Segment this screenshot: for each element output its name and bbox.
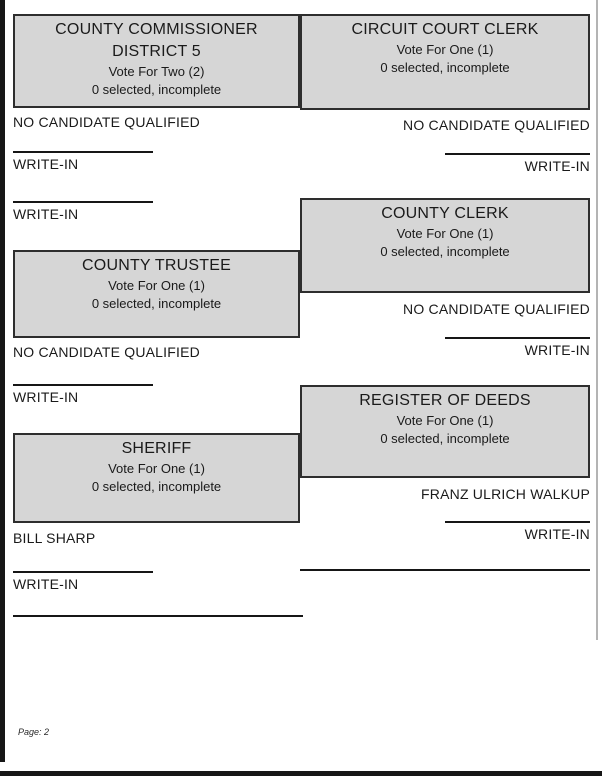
write-in-line[interactable]: [13, 571, 153, 573]
selection-status: 0 selected, incomplete: [380, 60, 510, 75]
selection-status: 0 selected, incomplete: [91, 479, 222, 494]
right-column-end-line: [300, 569, 590, 571]
contest-title: COUNTY COMMISSIONER: [55, 21, 258, 38]
vote-for-instruction: Vote For One (1): [396, 413, 494, 428]
vote-for-instruction: Vote For One (1): [108, 278, 205, 293]
contest-title-line2: DISTRICT 5: [112, 43, 201, 60]
contest-title: COUNTY CLERK: [381, 205, 509, 222]
write-in-label[interactable]: WRITE-IN: [13, 206, 79, 222]
contest-header-sheriff: SHERIFF Vote For One (1) 0 selected, inc…: [13, 433, 300, 523]
contest-header-county-commissioner-district-5: COUNTY COMMISSIONER DISTRICT 5 Vote For …: [13, 14, 300, 108]
write-in-label[interactable]: WRITE-IN: [524, 526, 590, 542]
candidate-bill-sharp[interactable]: BILL SHARP: [13, 530, 96, 546]
scan-edge-bottom: [0, 771, 602, 776]
contest-header-register-of-deeds: REGISTER OF DEEDS Vote For One (1) 0 sel…: [300, 385, 590, 478]
vote-for-instruction: Vote For One (1): [396, 226, 494, 241]
write-in-label[interactable]: WRITE-IN: [524, 342, 590, 358]
contest-title: COUNTY TRUSTEE: [82, 257, 231, 274]
write-in-line[interactable]: [445, 153, 590, 155]
candidate-no-candidate-qualified: NO CANDIDATE QUALIFIED: [403, 117, 590, 133]
write-in-line[interactable]: [13, 151, 153, 153]
contest-header-circuit-court-clerk: CIRCUIT COURT CLERK Vote For One (1) 0 s…: [300, 14, 590, 110]
selection-status: 0 selected, incomplete: [380, 431, 510, 446]
write-in-label[interactable]: WRITE-IN: [13, 156, 79, 172]
contest-title: REGISTER OF DEEDS: [359, 392, 531, 409]
page-number: Page: 2: [18, 727, 50, 737]
scan-edge-left: [0, 0, 5, 762]
vote-for-instruction: Vote For One (1): [396, 42, 494, 57]
candidate-no-candidate-qualified: NO CANDIDATE QUALIFIED: [13, 114, 200, 130]
contest-header-county-clerk: COUNTY CLERK Vote For One (1) 0 selected…: [300, 198, 590, 293]
candidate-franz-ulrich-walkup[interactable]: FRANZ ULRICH WALKUP: [421, 486, 590, 502]
write-in-label[interactable]: WRITE-IN: [13, 389, 79, 405]
scan-edge-right: [596, 0, 598, 640]
write-in-line[interactable]: [13, 384, 153, 386]
vote-for-instruction: Vote For Two (2): [108, 64, 205, 79]
contest-header-county-trustee: COUNTY TRUSTEE Vote For One (1) 0 select…: [13, 250, 300, 338]
contest-title: CIRCUIT COURT CLERK: [351, 21, 539, 38]
write-in-line[interactable]: [13, 201, 153, 203]
write-in-label[interactable]: WRITE-IN: [13, 576, 79, 592]
write-in-line[interactable]: [445, 521, 590, 523]
vote-for-instruction: Vote For One (1): [108, 461, 205, 476]
contest-title: SHERIFF: [121, 440, 192, 457]
selection-status: 0 selected, incomplete: [91, 82, 222, 97]
selection-status: 0 selected, incomplete: [91, 296, 222, 311]
write-in-label[interactable]: WRITE-IN: [524, 158, 590, 174]
selection-status: 0 selected, incomplete: [380, 244, 510, 259]
write-in-line[interactable]: [445, 337, 590, 339]
candidate-no-candidate-qualified: NO CANDIDATE QUALIFIED: [13, 344, 200, 360]
candidate-no-candidate-qualified: NO CANDIDATE QUALIFIED: [403, 301, 590, 317]
left-column-end-line: [13, 615, 303, 617]
